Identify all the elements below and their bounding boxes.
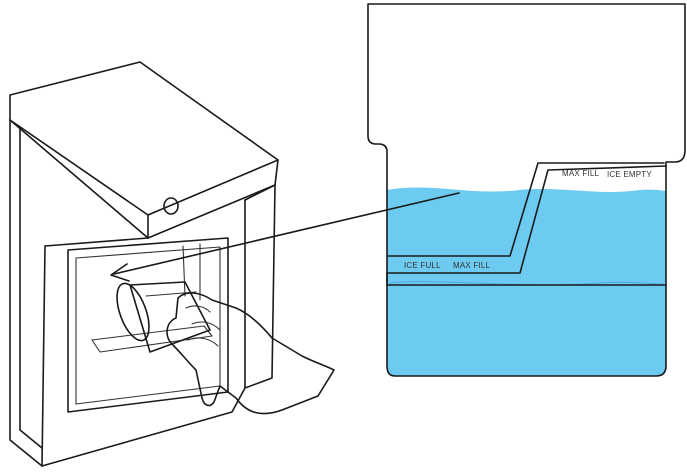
max-fill-bottom-label: MAX FILL	[453, 261, 491, 270]
pointer-arrow	[110, 192, 460, 282]
ice-full-label: ICE FULL	[404, 261, 441, 270]
reservoir-tank: MAX FILL ICE EMPTY ICE FULL MAX FILL	[367, 3, 686, 377]
power-button-icon	[163, 197, 179, 215]
ice-maker-illustration	[9, 61, 279, 467]
water-fill	[387, 187, 666, 376]
ice-empty-label: ICE EMPTY	[607, 170, 652, 179]
max-fill-top-label: MAX FILL	[562, 169, 600, 178]
hand-holding-cup	[116, 281, 335, 415]
